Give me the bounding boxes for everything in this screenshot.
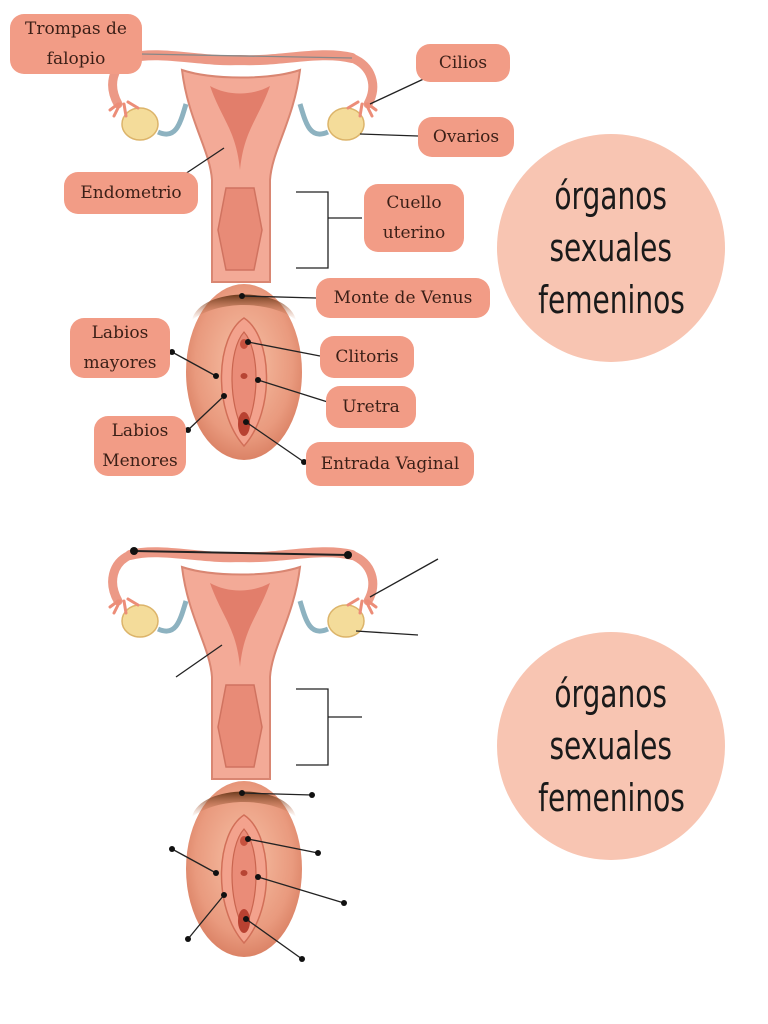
label-vaginal-opening: Entrada Vaginal — [306, 442, 474, 486]
labeled-anatomy-diagram: Trompas de falopio Cilios Ovarios Endome… — [0, 0, 768, 500]
label-cilia: Cilios — [416, 44, 510, 82]
label-mons-pubis-text: Monte de Venus — [333, 288, 473, 308]
title-circle: órganos sexuales femeninos — [497, 134, 725, 362]
label-endometrium-text: Endometrio — [80, 183, 182, 203]
label-cervix: Cuello uterino — [364, 184, 464, 252]
label-clitoris-text: Clitoris — [335, 347, 399, 367]
label-vaginal-opening-text: Entrada Vaginal — [320, 454, 460, 474]
label-labia-majora-line1: Labios — [91, 323, 149, 343]
label-labia-minora-line2: Menores — [102, 451, 178, 471]
blank-leader-lines — [133, 550, 439, 960]
title2-line2: sexuales — [549, 724, 673, 768]
label-cilia-text: Cilios — [438, 53, 488, 73]
label-endometrium: Endometrio — [64, 172, 198, 214]
label-fallopian-tubes-line2: falopio — [46, 49, 106, 69]
label-labia-minora-line1: Labios — [111, 421, 169, 441]
reproductive-anatomy-illustration — [0, 0, 431, 500]
label-cervix-line2: uterino — [382, 223, 446, 243]
reproductive-anatomy-illustration-blank — [0, 547, 439, 962]
blank-leader-line-endpoints — [130, 547, 352, 962]
label-clitoris: Clitoris — [320, 336, 414, 378]
title-line3: femeninos — [537, 278, 685, 322]
label-ovaries-text: Ovarios — [432, 127, 500, 147]
label-urethra: Uretra — [326, 386, 416, 428]
label-fallopian-tubes: Trompas de falopio — [10, 14, 142, 74]
label-labia-majora-line2: mayores — [83, 353, 157, 373]
label-ovaries: Ovarios — [418, 117, 514, 157]
label-fallopian-tubes-line1: Trompas de — [25, 19, 127, 39]
title-line1: órganos — [554, 174, 668, 218]
label-mons-pubis: Monte de Venus — [316, 278, 490, 318]
blank-anatomy-diagram: órganos sexuales femeninos — [0, 497, 768, 997]
title-circle-2: órganos sexuales femeninos — [497, 632, 725, 860]
title2-line1: órganos — [554, 672, 668, 716]
label-leader-lines — [139, 53, 431, 463]
label-labia-majora: Labios mayores — [70, 318, 170, 378]
title-line2: sexuales — [549, 226, 673, 270]
label-labia-minora: Labios Menores — [94, 416, 186, 476]
title2-line3: femeninos — [537, 776, 685, 820]
label-cervix-line1: Cuello — [386, 193, 442, 213]
label-urethra-text: Uretra — [342, 397, 400, 417]
